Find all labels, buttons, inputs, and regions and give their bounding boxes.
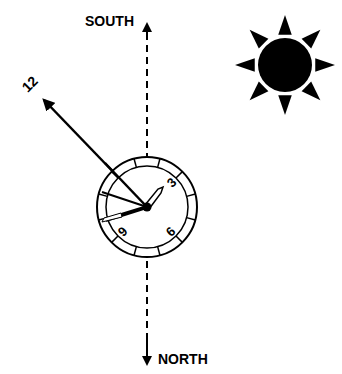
bezel-tick: [187, 218, 196, 220]
direction-label: NORTH: [158, 352, 208, 366]
sun-ray: [250, 30, 269, 49]
direction-label: SOUTH: [85, 14, 134, 28]
bezel-tick: [112, 236, 118, 242]
sun-ray: [302, 30, 321, 49]
sun-ray: [235, 58, 255, 72]
bezel-tick: [187, 194, 196, 196]
watch: [97, 157, 197, 257]
north-arrowhead: [146, 340, 148, 364]
sun-ray: [302, 82, 321, 101]
sun-ray: [278, 15, 292, 35]
bezel-tick: [176, 236, 182, 242]
sun-ray: [250, 82, 269, 101]
bezel-tick: [134, 159, 136, 168]
bezel-tick: [176, 172, 182, 178]
sun-icon: [235, 15, 335, 115]
twelve-direction-arrow: [44, 100, 147, 207]
clock-number: 12: [20, 74, 41, 95]
sun-ray: [278, 95, 292, 115]
bezel-tick: [134, 247, 136, 256]
south-arrowhead: [146, 24, 148, 40]
bezel-tick: [158, 159, 160, 168]
sun-ray: [315, 58, 335, 72]
bezel-tick: [158, 247, 160, 256]
